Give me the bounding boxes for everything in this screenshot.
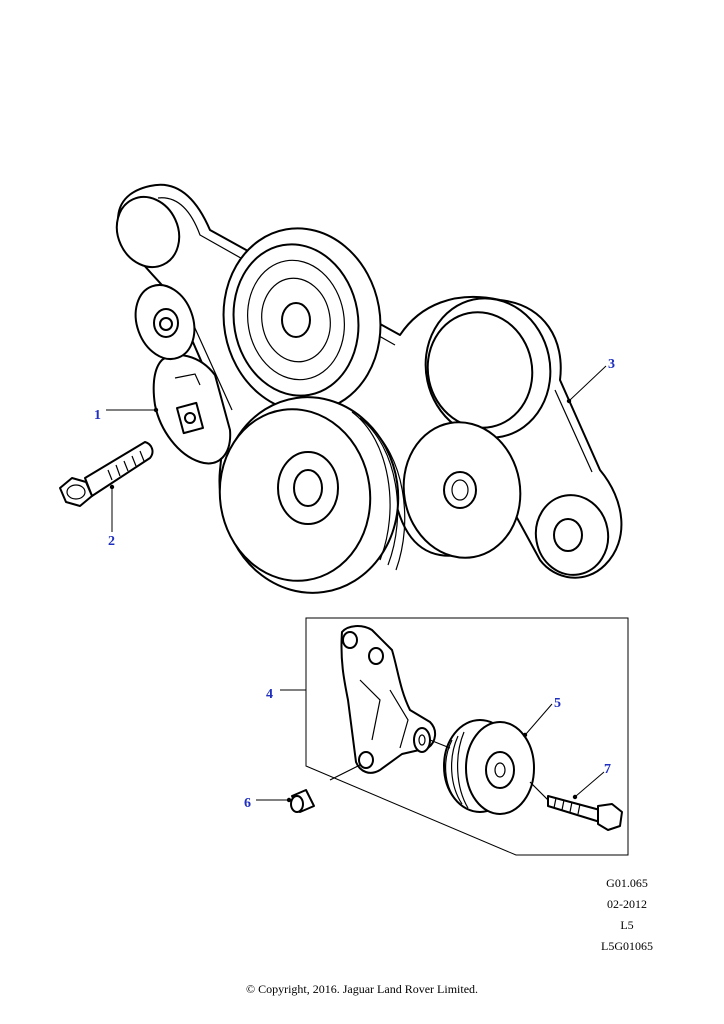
reference-drawing-number: L5G01065 [601,939,653,953]
belt-drive-assembly [115,183,623,594]
small-idler-pulley [534,494,610,576]
callout-4: 4 [266,687,273,702]
idler-bracket-inset [290,617,629,856]
callout-3: 3 [608,357,615,372]
right-middle-pulley [402,421,522,559]
callout-7: 7 [604,762,611,777]
callout-2: 2 [108,534,115,549]
idler-pulley [443,719,535,815]
crankshaft-pulley [218,396,406,594]
right-upper-pulley [424,297,552,439]
callout-6: 6 [244,796,251,811]
tensioner-bolt [59,441,154,507]
callout-5: 5 [554,696,561,711]
reference-model: L5 [620,918,634,932]
reference-date: 02-2012 [607,897,647,911]
top-idler-pulley [115,195,181,269]
callout-leaders [106,365,607,803]
reference-code: G01.065 [606,876,648,890]
copyright-notice: © Copyright, 2016. Jaguar Land Rover Lim… [245,982,479,996]
upper-pulley [222,227,382,413]
callout-1: 1 [94,408,101,423]
idler-bracket [340,625,436,774]
dowel-sleeve [290,789,315,813]
tensioner-assembly [134,284,232,465]
idler-bolt [547,795,623,831]
